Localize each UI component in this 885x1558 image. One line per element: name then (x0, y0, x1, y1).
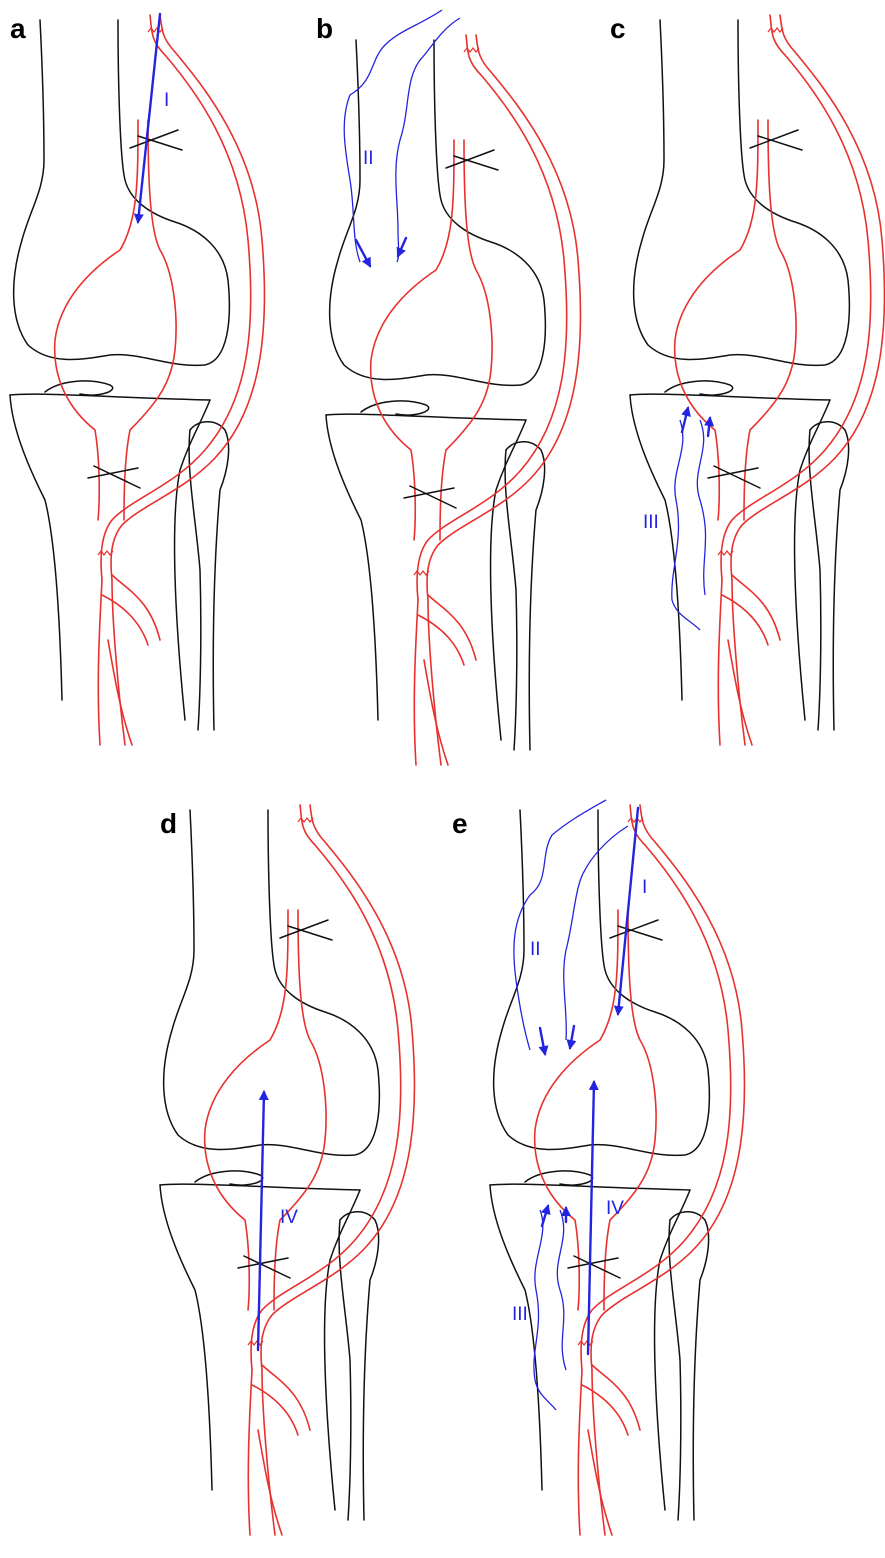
route-label-II-b: II (363, 148, 374, 169)
route-IV-panel-e: IV (588, 1082, 624, 1354)
route-label-I-e: I (642, 877, 647, 898)
route-label-III-e: III (512, 1304, 528, 1325)
route-III-panel-e: III (512, 1206, 566, 1410)
route-label-III-c: III (643, 512, 659, 533)
panel-letter-e: e (452, 808, 468, 839)
panel-letter-c: c (610, 13, 626, 44)
knee-panel-c (630, 15, 885, 745)
route-label-II-e: II (530, 939, 541, 960)
panel-letter-a: a (10, 13, 26, 44)
route-label-IV-d: IV (280, 1207, 298, 1228)
panel-letter-d: d (160, 808, 177, 839)
route-I-panel-a: I (138, 14, 169, 222)
route-IV-panel-d: IV (258, 1092, 298, 1350)
knee-panel-b (326, 35, 581, 765)
knee-panel-a (10, 15, 265, 745)
route-label-IV-e: IV (606, 1198, 624, 1219)
route-II-panel-b: II (344, 10, 460, 266)
route-label-I-a: I (164, 90, 169, 111)
panel-letter-b: b (316, 13, 333, 44)
route-I-panel-e: I (618, 808, 647, 1014)
route-III-panel-c: III (643, 408, 710, 630)
knee-panel-e (490, 805, 745, 1535)
knee-panel-d (160, 805, 415, 1535)
